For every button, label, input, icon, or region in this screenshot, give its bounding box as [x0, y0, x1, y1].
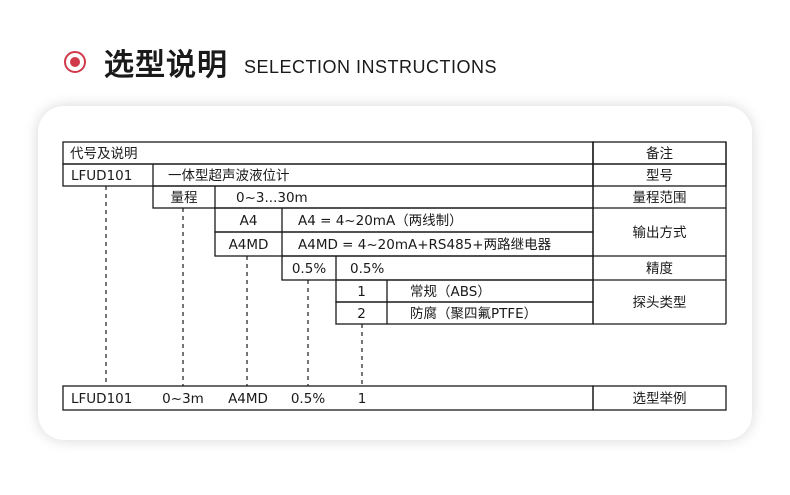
example-range: 0~3m — [162, 391, 204, 407]
output-desc-a4md: A4MD = 4~20mA+RS485+两路继电器 — [298, 237, 552, 253]
model-note: 型号 — [646, 168, 673, 184]
table-lines — [62, 141, 727, 411]
range-label: 量程 — [171, 190, 198, 206]
probe-code-1: 1 — [357, 284, 366, 300]
output-code-a4md: A4MD — [229, 237, 269, 253]
accuracy-desc: 0.5% — [350, 261, 384, 277]
accuracy-code: 0.5% — [292, 261, 326, 277]
probe-desc-2: 防腐（聚四氟PTFE） — [410, 306, 537, 322]
range-note: 量程范围 — [633, 190, 687, 206]
header-right-label: 备注 — [646, 145, 673, 162]
section-title-en: SELECTION INSTRUCTIONS — [244, 56, 498, 77]
model-description: 一体型超声波液位计 — [168, 168, 290, 184]
header-left-label: 代号及说明 — [70, 146, 138, 162]
bullet-circle-icon — [64, 51, 86, 73]
range-value: 0~3...30m — [236, 190, 308, 206]
section-title-cn: 选型说明 — [104, 48, 228, 83]
model-code: LFUD101 — [71, 168, 132, 184]
accuracy-note: 精度 — [646, 261, 673, 277]
example-note: 选型举例 — [633, 391, 687, 407]
example-accuracy: 0.5% — [291, 391, 325, 407]
example-output: A4MD — [228, 391, 268, 407]
output-code-a4: A4 — [240, 213, 258, 229]
example-probe: 1 — [358, 391, 367, 407]
example-model: LFUD101 — [71, 391, 132, 407]
section-header: 选型说明 SELECTION INSTRUCTIONS — [64, 40, 497, 84]
probe-desc-1: 常规（ABS） — [410, 284, 491, 300]
selection-card — [38, 106, 752, 440]
dashed-guides — [105, 186, 363, 386]
output-desc-a4: A4 = 4~20mA（两线制） — [298, 213, 463, 229]
probe-note: 探头类型 — [633, 295, 687, 311]
probe-code-2: 2 — [357, 306, 366, 322]
output-note: 输出方式 — [633, 225, 687, 241]
